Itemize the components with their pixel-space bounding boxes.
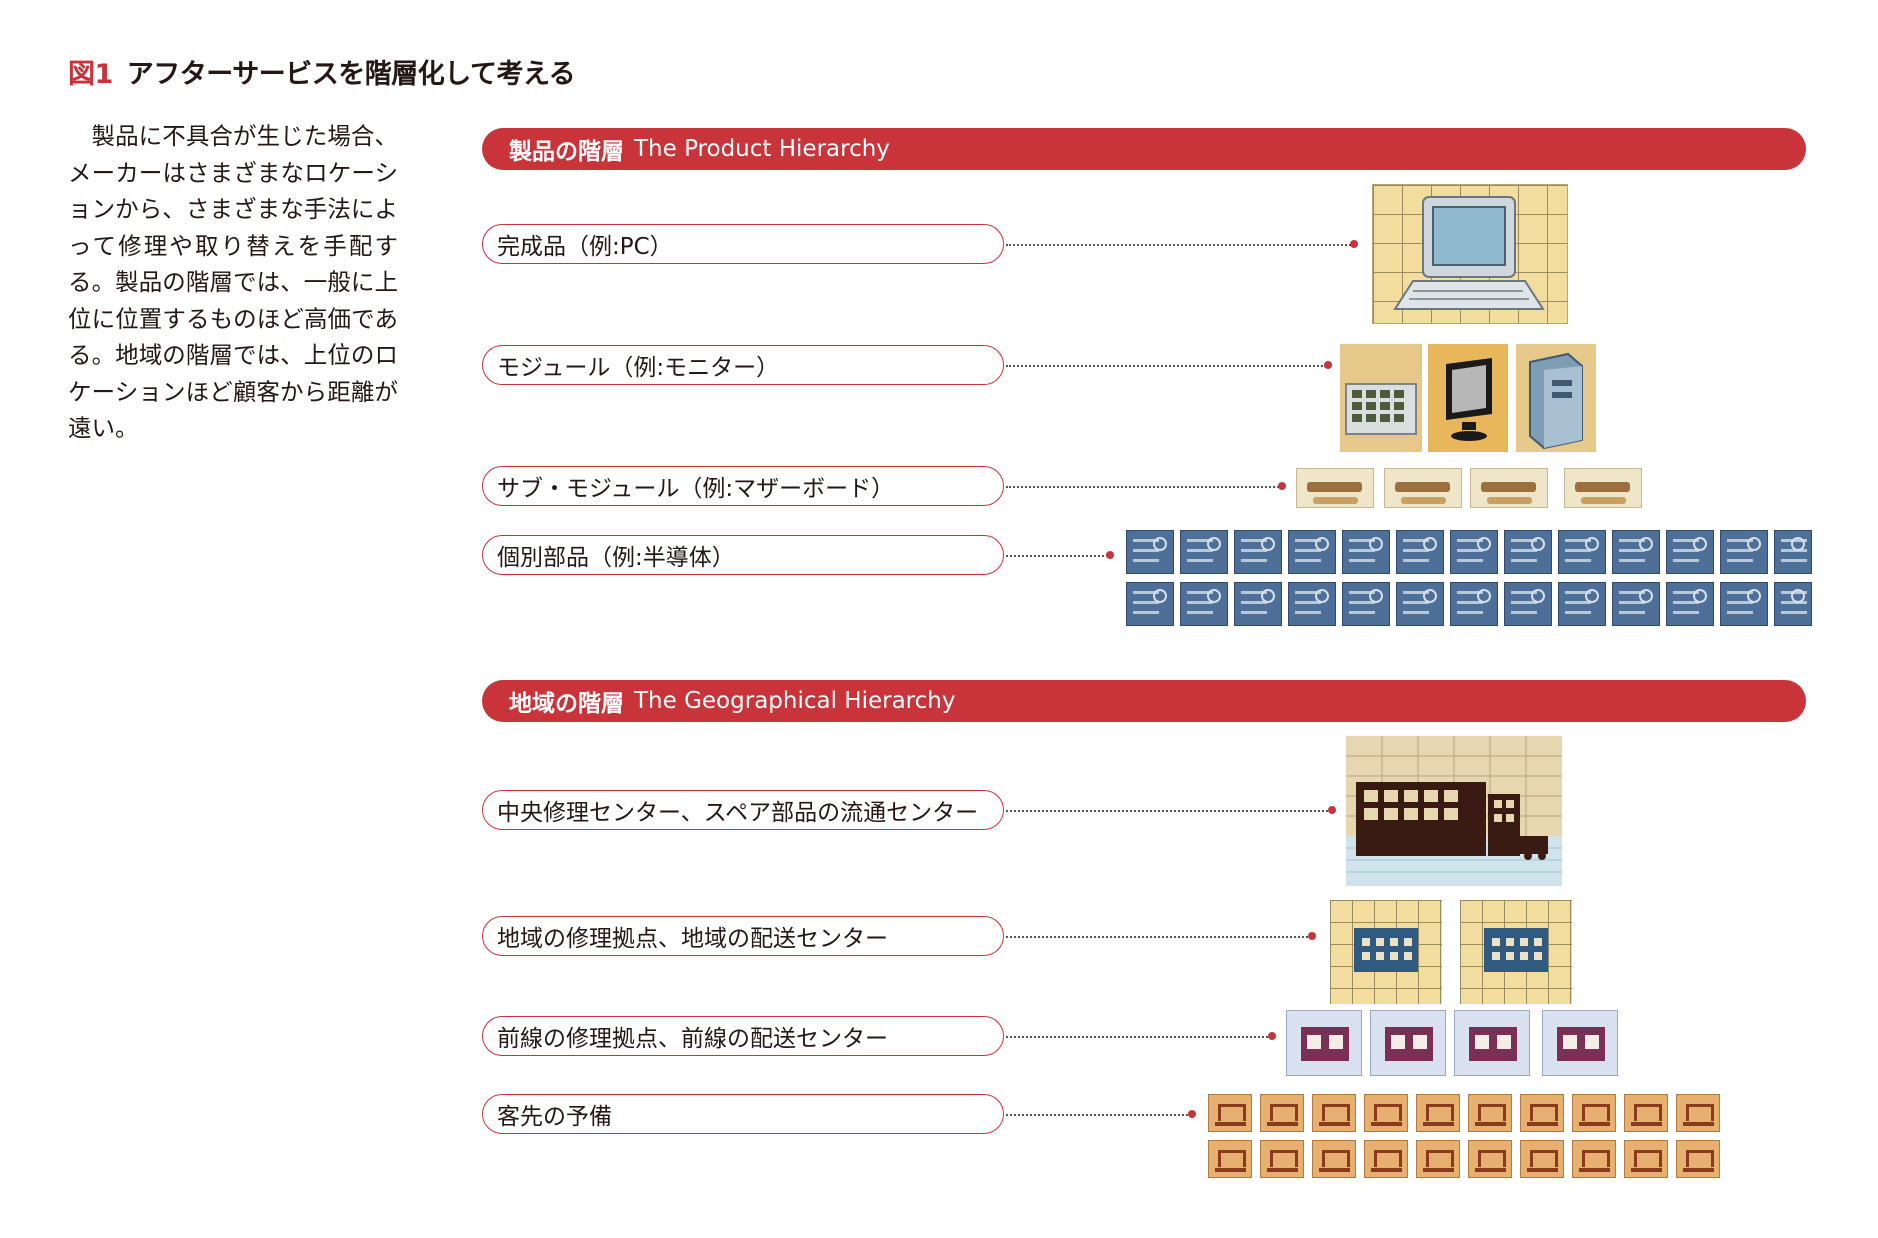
- customer-spare-icon: [1676, 1094, 1720, 1132]
- level-central-center: 中央修理センター、スペア部品の流通センター: [482, 790, 1004, 830]
- connector-line: [1006, 244, 1354, 246]
- frontline-shop-icon: [1542, 1010, 1618, 1076]
- connector-dot: [1188, 1110, 1196, 1118]
- customer-spare-icon: [1520, 1094, 1564, 1132]
- semiconductor-icon: [1396, 530, 1444, 574]
- semiconductor-icon: [1126, 530, 1174, 574]
- customer-spare-icon: [1312, 1140, 1356, 1178]
- semiconductor-icon: [1342, 582, 1390, 626]
- customer-spare-icon: [1208, 1094, 1252, 1132]
- semiconductor-icon: [1720, 582, 1768, 626]
- motherboard-icon: [1384, 468, 1462, 508]
- customer-spare-icon: [1416, 1140, 1460, 1178]
- customer-spare-icon: [1208, 1140, 1252, 1178]
- semiconductor-icon: [1450, 582, 1498, 626]
- connector-dot: [1328, 806, 1336, 814]
- level-regional-center: 地域の修理拠点、地域の配送センター: [482, 916, 1004, 956]
- customer-spare-icon: [1676, 1140, 1720, 1178]
- figure-title: 図1 アフターサービスを階層化して考える: [68, 52, 576, 91]
- figure-title-text: アフターサービスを階層化して考える: [126, 59, 576, 90]
- semiconductor-icon: [1180, 582, 1228, 626]
- regional-building-icon: [1460, 900, 1572, 1004]
- customer-spare-icons: [1208, 1094, 1728, 1184]
- customer-spare-icon: [1468, 1094, 1512, 1132]
- frontline-shop-icon: [1370, 1010, 1446, 1076]
- semiconductor-icon: [1288, 582, 1336, 626]
- semiconductor-icon: [1612, 530, 1660, 574]
- connector-line: [1006, 1036, 1272, 1038]
- level-customer-spare: 客先の予備: [482, 1094, 1004, 1134]
- customer-spare-icon: [1364, 1094, 1408, 1132]
- semiconductor-icon: [1774, 582, 1812, 626]
- connector-line: [1006, 810, 1332, 812]
- geographical-hierarchy-header: 地域の階層 The Geographical Hierarchy: [482, 680, 1806, 722]
- customer-spare-icon: [1468, 1140, 1512, 1178]
- semiconductor-icon: [1450, 530, 1498, 574]
- semiconductor-icon: [1612, 582, 1660, 626]
- semiconductor-icon: [1558, 530, 1606, 574]
- connector-line: [1006, 555, 1108, 557]
- geographical-hierarchy-title-en: The Geographical Hierarchy: [634, 688, 956, 714]
- building-shape: [1354, 928, 1418, 972]
- customer-spare-icon: [1572, 1140, 1616, 1178]
- customer-spare-icon: [1520, 1140, 1564, 1178]
- level-sub-module: サブ・モジュール（例:マザーボード）: [482, 466, 1004, 506]
- customer-spare-icon: [1624, 1140, 1668, 1178]
- connector-dot: [1268, 1032, 1276, 1040]
- semiconductor-icon: [1234, 582, 1282, 626]
- level-component: 個別部品（例:半導体）: [482, 535, 1004, 575]
- product-hierarchy-title-jp: 製品の階層: [509, 139, 624, 165]
- customer-spare-icon: [1572, 1094, 1616, 1132]
- level-module: モジュール（例:モニター）: [482, 345, 1004, 385]
- figure-number: 図1: [68, 59, 113, 90]
- customer-spare-icon: [1260, 1140, 1304, 1178]
- intro-paragraph: 製品に不具合が生じた場合、メーカーはさまざまなロケーションから、さまざまな手法に…: [68, 122, 398, 442]
- product-hierarchy-header: 製品の階層 The Product Hierarchy: [482, 128, 1806, 170]
- motherboard-icon: [1470, 468, 1548, 508]
- semiconductor-icon: [1342, 530, 1390, 574]
- customer-spare-icon: [1260, 1094, 1304, 1132]
- customer-spare-icon: [1416, 1094, 1460, 1132]
- connector-line: [1006, 365, 1326, 367]
- connector-dot: [1324, 361, 1332, 369]
- regional-building-icon: [1330, 900, 1442, 1004]
- connector-line: [1006, 486, 1282, 488]
- level-frontline-center: 前線の修理拠点、前線の配送センター: [482, 1016, 1004, 1056]
- semiconductor-icon: [1504, 582, 1552, 626]
- semiconductor-icon: [1180, 530, 1228, 574]
- frontline-shop-icon: [1454, 1010, 1530, 1076]
- semiconductor-icon: [1396, 582, 1444, 626]
- semiconductor-icon: [1126, 582, 1174, 626]
- connector-line: [1006, 1114, 1192, 1116]
- connector-line: [1006, 936, 1312, 938]
- semiconductor-icon: [1774, 530, 1812, 574]
- customer-spare-icon: [1624, 1094, 1668, 1132]
- motherboard-icon: [1564, 468, 1642, 508]
- connector-dot: [1106, 551, 1114, 559]
- semiconductor-icon: [1720, 530, 1768, 574]
- semiconductor-icon: [1504, 530, 1552, 574]
- semiconductor-icon: [1288, 530, 1336, 574]
- keyboard-module-icon: [1340, 344, 1422, 452]
- tower-module-icon: [1516, 344, 1596, 452]
- product-hierarchy-title-en: The Product Hierarchy: [634, 136, 890, 162]
- semiconductor-icons: [1126, 530, 1812, 630]
- semiconductor-icon: [1234, 530, 1282, 574]
- frontline-shop-icon: [1286, 1010, 1362, 1076]
- central-center-icon: [1346, 736, 1562, 886]
- geographical-hierarchy-title-jp: 地域の階層: [509, 691, 624, 717]
- connector-dot: [1278, 482, 1286, 490]
- customer-spare-icon: [1364, 1140, 1408, 1178]
- semiconductor-icon: [1558, 582, 1606, 626]
- pc-icon: [1372, 184, 1568, 324]
- monitor-module-icon: [1428, 344, 1508, 452]
- semiconductor-icon: [1666, 582, 1714, 626]
- connector-dot: [1308, 932, 1316, 940]
- customer-spare-icon: [1312, 1094, 1356, 1132]
- semiconductor-icon: [1666, 530, 1714, 574]
- level-finished-product: 完成品（例:PC）: [482, 224, 1004, 264]
- building-shape: [1484, 928, 1548, 972]
- connector-dot: [1350, 240, 1358, 248]
- motherboard-icon: [1296, 468, 1374, 508]
